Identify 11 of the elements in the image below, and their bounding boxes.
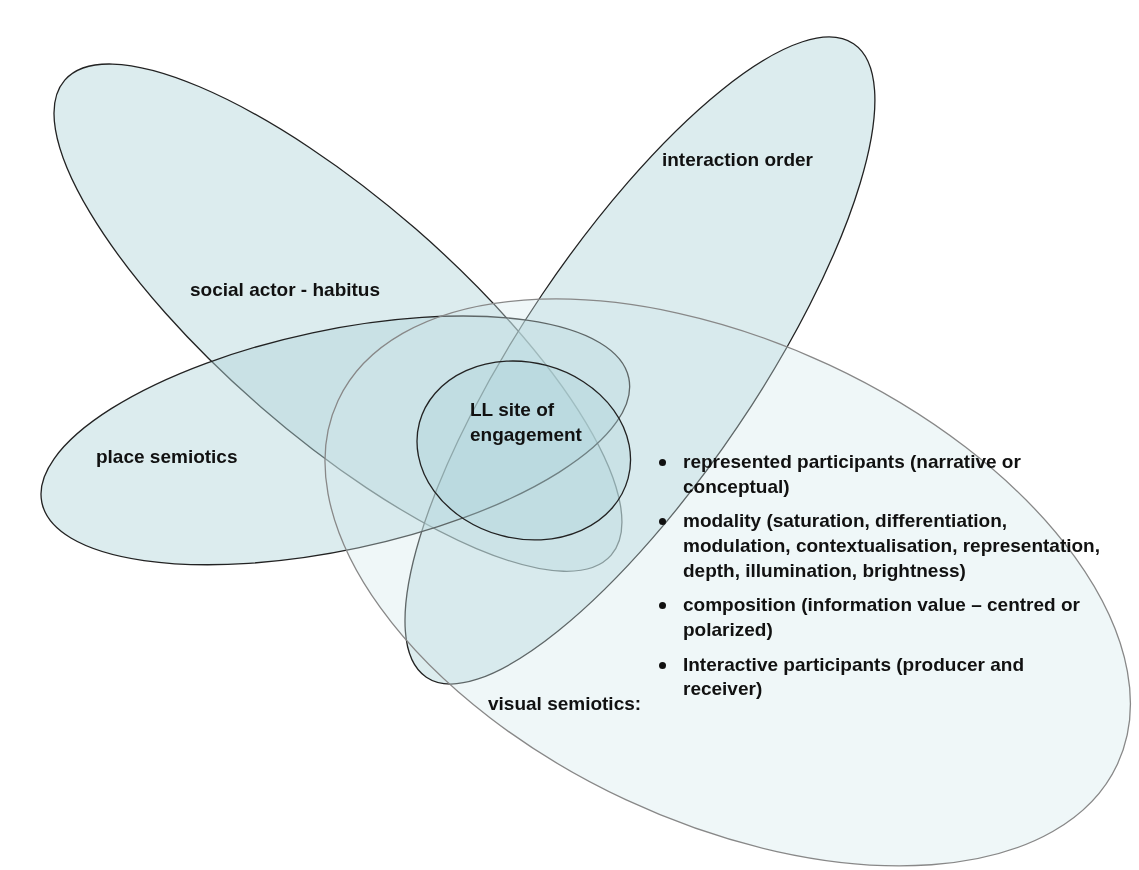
overlapping-ellipse bbox=[417, 360, 631, 540]
bullet-item: modality (saturation, differentiation, modulation, contextualisation, representation, depth, illumination, brightness) bbox=[683, 509, 1103, 584]
bullet-item: Interactive participants (producer and receiver) bbox=[683, 652, 1103, 703]
region-label: interaction order bbox=[662, 148, 814, 172]
overlapping-ellipse bbox=[325, 298, 1131, 866]
region-label: LL site of engagement bbox=[470, 398, 583, 447]
bullet-item: represented participants (narrative or conceptual) bbox=[683, 450, 1103, 500]
region-label: social actor - habitus bbox=[190, 278, 382, 302]
region-label: visual semiotics: bbox=[488, 692, 643, 716]
region-label: place semiotics bbox=[96, 445, 239, 469]
bullet-item: composition (information value – centred or polarized) bbox=[683, 593, 1103, 643]
